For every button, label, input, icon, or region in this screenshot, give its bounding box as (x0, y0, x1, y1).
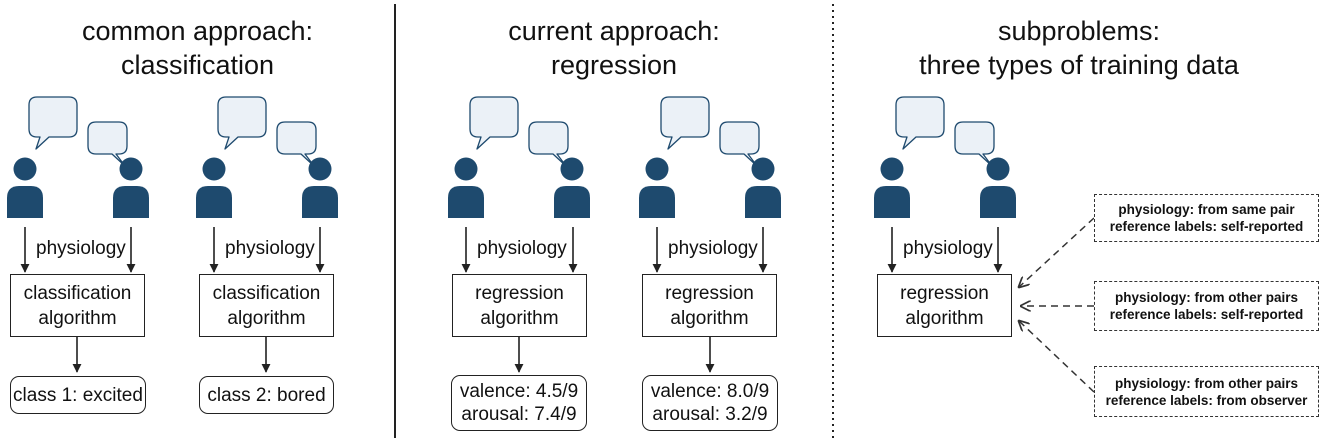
speech-bubble-icon (217, 96, 267, 150)
training-data-box-2: physiology: from other pairs reference l… (1094, 281, 1319, 331)
algorithm-label: algorithm (670, 307, 749, 329)
person-icon (980, 157, 1016, 218)
regression-algorithm-box-2: regression algorithm (642, 274, 777, 337)
output-valence-arousal-box-1: valence: 4.5/9 arousal: 7.4/9 (451, 375, 587, 431)
dialogue-pair-4 (639, 96, 781, 218)
algorithm-label: classification (212, 282, 321, 304)
physiology-label-1: physiology (36, 238, 126, 259)
algorithm-label: regression (475, 282, 564, 304)
person-icon (196, 157, 232, 218)
algorithm-label: algorithm (905, 307, 984, 329)
physiology-label-3: physiology (477, 238, 567, 259)
output-class-box-1: class 1: excited (10, 376, 146, 414)
classification-algorithm-box-2: classification algorithm (199, 274, 334, 337)
person-icon (745, 157, 781, 218)
classification-algorithm-box-1: classification algorithm (10, 274, 145, 337)
arousal-value: arousal: 3.2/9 (652, 404, 768, 425)
title-line-2: regression (550, 50, 678, 80)
valence-value: valence: 4.5/9 (459, 381, 579, 402)
dashed-arrow-training-data-1 (1019, 217, 1095, 287)
title-line-1: subproblems: (997, 16, 1161, 46)
speech-bubble-icon (276, 121, 317, 167)
physiology-label-2: physiology (225, 238, 315, 259)
person-icon (302, 157, 338, 218)
speech-bubble-icon (660, 96, 710, 150)
algorithm-label: algorithm (38, 307, 117, 329)
speech-bubble-icon (469, 96, 519, 150)
output-label: class 1: excited (13, 384, 143, 406)
person-icon (7, 157, 43, 218)
speech-bubble-icon (719, 121, 760, 167)
training-data-reference-labels: reference labels: from observer (1105, 392, 1308, 408)
output-label: class 2: bored (207, 384, 326, 406)
output-valence-arousal-box-2: valence: 8.0/9 arousal: 3.2/9 (642, 375, 778, 431)
training-data-reference-labels: reference labels: self-reported (1109, 307, 1304, 322)
algorithm-label: classification (23, 282, 132, 304)
regression-algorithm-box-1: regression algorithm (452, 274, 587, 337)
title-line-1: common approach: (81, 16, 314, 46)
training-data-box-3: physiology: from other pairs reference l… (1094, 366, 1319, 417)
training-data-reference-labels: reference labels: self-reported (1109, 219, 1304, 234)
person-icon (448, 157, 484, 218)
regression-algorithm-box-3: regression algorithm (877, 274, 1012, 337)
training-data-physiology: physiology: from other pairs (1114, 375, 1299, 391)
training-data-physiology: physiology: from other pairs (1114, 290, 1299, 305)
algorithm-label: algorithm (227, 307, 306, 329)
title-line-2: classification (120, 50, 275, 80)
title-current-approach: current approach: regression (395, 14, 833, 82)
valence-value: valence: 8.0/9 (650, 381, 770, 402)
physiology-label-4: physiology (668, 238, 758, 259)
dialogue-pair-3 (448, 96, 590, 218)
physiology-label-5: physiology (903, 238, 993, 259)
person-icon (113, 157, 149, 218)
algorithm-label: algorithm (480, 307, 559, 329)
speech-bubble-icon (528, 121, 569, 167)
speech-bubble-icon (954, 121, 995, 167)
training-data-box-1: physiology: from same pair reference lab… (1094, 194, 1319, 242)
speech-bubble-icon (28, 96, 78, 150)
person-icon (554, 157, 590, 218)
dialogue-pair-5 (874, 96, 1016, 218)
dialogue-pair-2 (196, 96, 338, 218)
title-common-approach: common approach: classification (0, 14, 395, 82)
speech-bubble-icon (895, 96, 945, 150)
algorithm-label: regression (900, 282, 989, 304)
dashed-arrow-training-data-3 (1019, 321, 1095, 393)
dialogue-pair-1 (7, 96, 149, 218)
arousal-value: arousal: 7.4/9 (461, 404, 577, 425)
title-subproblems: subproblems: three types of training dat… (833, 14, 1325, 82)
title-line-2: three types of training data (919, 50, 1239, 80)
title-line-1: current approach: (508, 16, 720, 46)
person-icon (874, 157, 910, 218)
output-class-box-2: class 2: bored (199, 376, 334, 414)
person-icon (639, 157, 675, 218)
training-data-physiology: physiology: from same pair (1118, 202, 1295, 217)
algorithm-label: regression (665, 282, 754, 304)
speech-bubble-icon (87, 121, 128, 167)
